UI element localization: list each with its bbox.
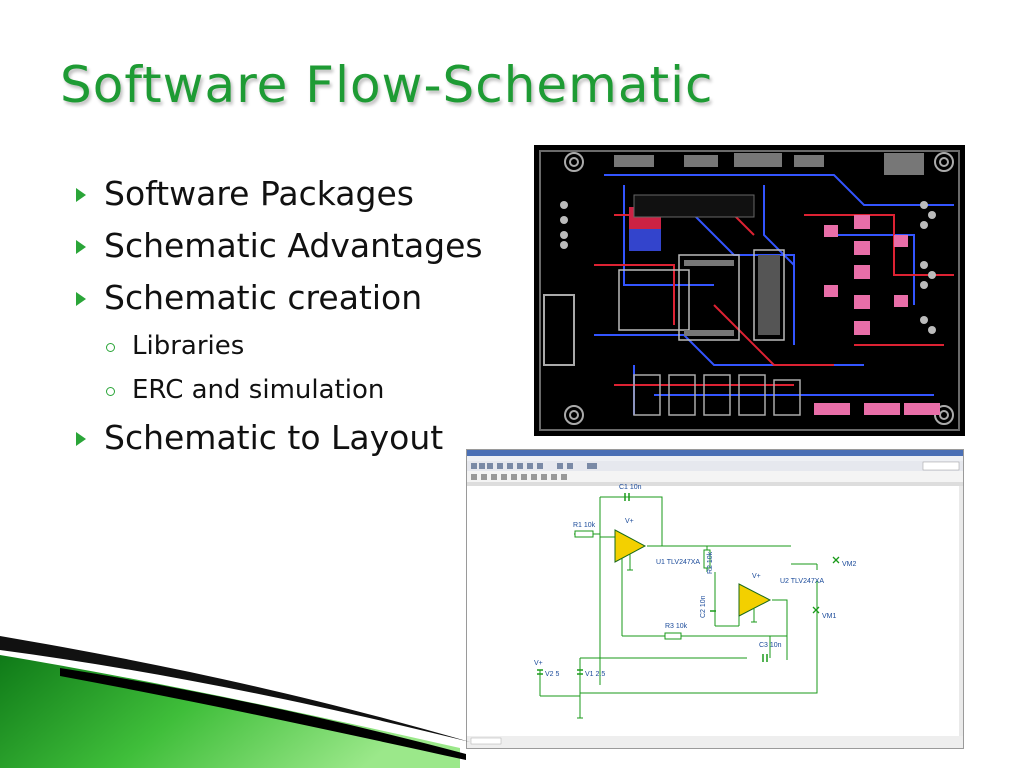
sub-bullet-text: ERC and simulation bbox=[132, 375, 385, 405]
u1-label: U1 TLV247XA bbox=[656, 559, 700, 566]
vm2-label: VM2 bbox=[842, 561, 857, 568]
bullet-item: Software Packages bbox=[74, 168, 483, 220]
triangle-bullet-icon bbox=[76, 188, 86, 202]
r3-label: R3 10k bbox=[665, 623, 688, 630]
bullet-text: Schematic Advantages bbox=[104, 226, 483, 265]
bullet-item: Schematic creation bbox=[74, 272, 483, 324]
c3-label: C3 10n bbox=[759, 642, 782, 649]
bullet-list: Software Packages Schematic Advantages S… bbox=[74, 168, 483, 464]
bullet-item: Schematic to Layout bbox=[74, 412, 483, 464]
r2-label: R2 10k bbox=[707, 551, 714, 574]
v2-label: V2 5 bbox=[545, 671, 560, 678]
sub-bullet-item: Libraries bbox=[74, 324, 483, 368]
vplus-label-2: V+ bbox=[752, 573, 761, 580]
bullet-text: Schematic to Layout bbox=[104, 418, 444, 457]
ring-bullet-icon bbox=[106, 387, 115, 396]
pcb-layout-drawing bbox=[534, 145, 965, 436]
bullet-text: Schematic creation bbox=[104, 278, 423, 317]
bullet-text: Software Packages bbox=[104, 174, 414, 213]
v1-label: V1 2.5 bbox=[585, 671, 605, 678]
triangle-bullet-icon bbox=[76, 240, 86, 254]
triangle-bullet-icon bbox=[76, 432, 86, 446]
sub-bullet-text: Libraries bbox=[132, 331, 245, 361]
c1-label: C1 10n bbox=[619, 484, 642, 491]
pcb-layout-image bbox=[534, 145, 965, 436]
schematic-editor-window: C1 10n V+ R1 10k U1 TLV247XA R2 10k U2 T… bbox=[466, 449, 964, 749]
schematic-editor-drawing: C1 10n V+ R1 10k U1 TLV247XA R2 10k U2 T… bbox=[467, 450, 963, 748]
c2-label: C2 10n bbox=[700, 595, 707, 618]
triangle-bullet-icon bbox=[76, 292, 86, 306]
vplus-label: V+ bbox=[625, 518, 634, 525]
sub-bullet-item: ERC and simulation bbox=[74, 368, 483, 412]
slide-title: Software Flow-Schematic bbox=[60, 56, 714, 114]
vm1-label: VM1 bbox=[822, 613, 837, 620]
bullet-item: Schematic Advantages bbox=[74, 220, 483, 272]
r1-label: R1 10k bbox=[573, 522, 596, 529]
vplus-label-3: V+ bbox=[534, 660, 543, 667]
u2-label: U2 TLV247XA bbox=[780, 578, 824, 585]
ring-bullet-icon bbox=[106, 343, 115, 352]
